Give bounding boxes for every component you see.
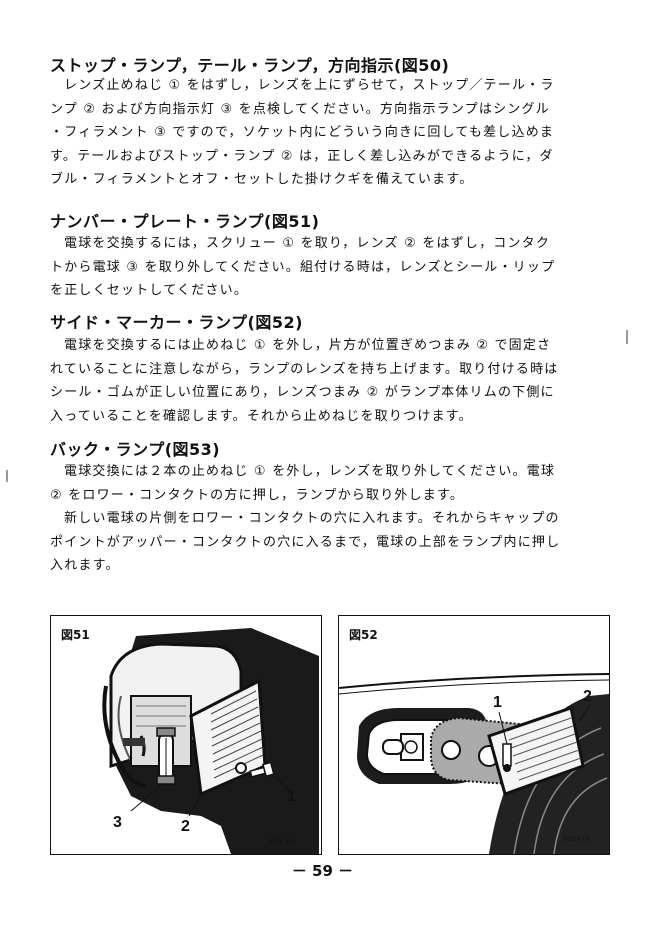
text-line: ポイントがアッパー・コンタクトの穴に入るまで，電球の上部をランプ内に押し bbox=[50, 534, 561, 550]
figure-52: 図52 bbox=[338, 615, 610, 855]
scan-mark bbox=[6, 470, 8, 482]
paragraph-stop-tail-turn-lamp: レンズ止めねじ ① をはずし，レンズを上にずらせて，ストップ／テール・ラ ンプ … bbox=[50, 74, 610, 192]
callout-3: 3 bbox=[113, 814, 122, 831]
paragraph-back-lamp: 電球交換には２本の止めねじ ① を外し，レンズを取り外してください。電球 ② を… bbox=[50, 460, 610, 578]
figure-51: 図51 bbox=[50, 615, 322, 855]
text-line: を正しくセットしてください。 bbox=[50, 283, 249, 298]
callout-1: 1 bbox=[287, 788, 296, 805]
text-line: 入れます。 bbox=[50, 558, 120, 573]
license-plate-lamp-illustration bbox=[102, 628, 319, 854]
text-line: トから電球 ③ を取り外してください。組付ける時は，レンズとシール・リップ bbox=[50, 259, 556, 275]
heading-stop-tail-turn-lamp: ストップ・ランプ，テール・ランプ，方向指示(図50) bbox=[50, 56, 450, 75]
text-line: 電球交換には２本の止めねじ ① を外し，レンズを取り外してください。電球 bbox=[64, 464, 556, 479]
figure-51-code: SKD 111 bbox=[269, 838, 299, 845]
paragraph-side-marker-lamp: 電球を交換するには止めねじ ① を外し，片方が位置ぎめつまみ ② で固定さ れて… bbox=[50, 334, 610, 428]
text-line: ブル・フィラメントとオフ・セットした掛けクギを備えています。 bbox=[50, 172, 474, 187]
figure-52-label: 図52 bbox=[349, 628, 378, 642]
text-line: 新しい電球の片側をロワー・コンタクトの穴に入れます。それからキャップの bbox=[64, 511, 560, 526]
side-marker-lamp-illustration bbox=[339, 673, 609, 854]
page-number: － 59 － bbox=[291, 862, 354, 880]
text-line: れていることに注意しながら，ランプのレンズを持ち上げます。取り付ける時は bbox=[50, 361, 559, 377]
callout-1: 1 bbox=[493, 694, 502, 711]
callout-2: 2 bbox=[583, 688, 592, 705]
text-line: す。テールおよびストップ・ランプ ② は，正しく差し込みができるように，ダ bbox=[50, 148, 554, 164]
text-line: ・フィラメント ③ ですので，ソケット内にどういう向きに回しても差し込めま bbox=[50, 125, 555, 140]
heading-back-lamp: バック・ランプ(図53) bbox=[50, 440, 221, 459]
scan-mark bbox=[626, 330, 628, 344]
paragraph-license-plate-lamp: 電球を交換するには，スクリュー ① を取り，レンズ ② をはずし，コンタク トか… bbox=[50, 232, 610, 303]
text-line: レンズ止めねじ ① をはずし，レンズを上にずらせて，ストップ／テール・ラ bbox=[64, 78, 555, 93]
text-line: ンプ ② および方向指示灯 ③ を点検してください。方向指示ランプはシングル bbox=[50, 101, 550, 117]
text-line: 電球を交換するには，スクリュー ① を取り，レンズ ② をはずし，コンタク bbox=[64, 236, 551, 251]
callout-2: 2 bbox=[181, 818, 190, 835]
figure-52-code: SO6978 bbox=[563, 836, 590, 843]
text-line: 電球を交換するには止めねじ ① を外し，片方が位置ぎめつまみ ② で固定さ bbox=[64, 338, 552, 353]
text-line: 入っていることを確認します。それから止めねじを取りつけます。 bbox=[50, 408, 473, 424]
text-line: ② をロワー・コンタクトの方に押し，ランプから取り外します。 bbox=[50, 487, 465, 503]
text-line: シール・ゴムが正しい位置にあり，レンズつまみ ② がランプ本体リムの下側に bbox=[50, 385, 555, 400]
figure-51-label: 図51 bbox=[61, 628, 90, 642]
heading-side-marker-lamp: サイド・マーカー・ランプ(図52) bbox=[50, 313, 303, 332]
heading-license-plate-lamp: ナンバー・プレート・ランプ(図51) bbox=[50, 212, 320, 231]
